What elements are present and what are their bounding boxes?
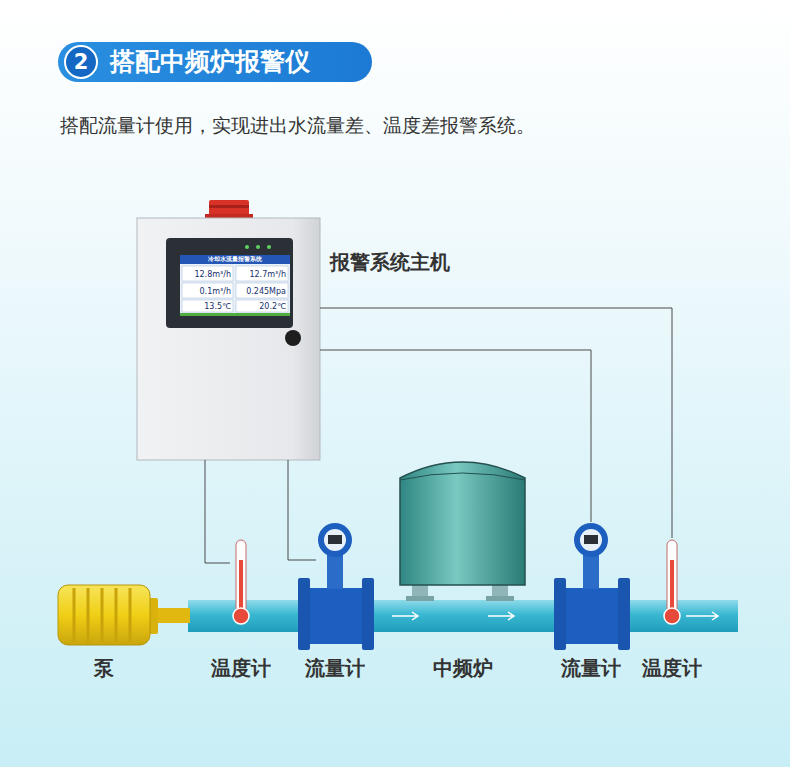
screen [180, 255, 290, 264]
flowmeter-1 [298, 578, 310, 650]
thermometer: 温度计 [661, 538, 683, 630]
signal-wire [320, 350, 591, 522]
pipe [392, 612, 418, 620]
host-screen-label: 冷却水流量报警系统 [180, 255, 290, 263]
flowmeter-1 [328, 535, 342, 544]
screen-value: 0.245Mpa [237, 287, 286, 297]
furnace-tank [400, 462, 525, 601]
signal-wire [205, 460, 230, 563]
screen [182, 283, 233, 298]
thermometer-2 [664, 608, 680, 624]
alarm-lamp [209, 205, 249, 208]
screen-value: 12.7m³/h [237, 270, 286, 280]
thermometer-label: 温度计 [211, 656, 271, 680]
furnace-tank [400, 462, 525, 585]
flowmeter: 流量计 [572, 522, 610, 650]
pipe [488, 612, 514, 620]
cabinet [137, 218, 320, 460]
flowmeter-2 [574, 523, 608, 557]
thermometer-1 [239, 560, 243, 614]
signal-wire [320, 308, 672, 538]
furnace: 中频炉 [400, 455, 525, 600]
flowmeter-2 [554, 523, 630, 650]
thermometer-2 [667, 540, 677, 614]
screen [180, 255, 290, 316]
pump-label: 泵 [94, 656, 114, 680]
flowmeter-2 [584, 535, 598, 544]
alarm-lamp [205, 200, 253, 219]
cabinet [137, 218, 320, 460]
screen [182, 266, 233, 281]
flowmeter-2 [618, 578, 630, 650]
flowmeter-1 [362, 578, 374, 650]
furnace-tank [486, 596, 514, 601]
step-badge-label: 2 [74, 50, 89, 74]
flowmeter-1 [318, 523, 352, 557]
alarm-host-cabinet: 报警系统主机冷却水流量报警系统 [137, 218, 320, 460]
flowmeter-1 [324, 529, 346, 551]
screen [180, 255, 290, 316]
screen [236, 266, 288, 281]
thermometer-label: 温度计 [642, 656, 702, 680]
pump-motor [74, 588, 130, 642]
furnace-tank [400, 473, 525, 480]
flowmeter-1 [310, 588, 362, 644]
thermometer-2 [670, 560, 674, 614]
flowmeter-1 [298, 523, 374, 650]
screen [182, 300, 233, 312]
cabinet [166, 238, 293, 328]
screen [236, 283, 288, 298]
title-pill [58, 42, 372, 82]
flowmeter-label: 流量计 [305, 656, 365, 680]
step-badge: 2 [64, 45, 98, 79]
screen [180, 313, 290, 316]
furnace-tank [406, 596, 434, 601]
flowmeter-label: 流量计 [561, 656, 621, 680]
caption-text: 搭配流量计使用，实现进出水流量差、温度差报警系统。 [60, 112, 535, 138]
thermometer-1 [233, 540, 249, 624]
cabinet [256, 245, 260, 249]
furnace-label: 中频炉 [433, 656, 493, 680]
alarm-lamp [209, 200, 249, 216]
flowmeter-2 [583, 555, 599, 589]
flowmeter-2 [554, 578, 566, 650]
pump-motor [58, 585, 150, 645]
title-pill [58, 42, 372, 82]
screen-value: 20.2℃ [237, 302, 286, 312]
signal-wire [288, 460, 316, 560]
thermometer: 温度计 [230, 538, 252, 630]
cabinet [285, 330, 301, 346]
cabinet [267, 245, 271, 249]
alarm-host-cabinet-label: 报警系统主机 [330, 250, 450, 274]
pipe [188, 600, 738, 632]
thermometer-2 [664, 540, 680, 624]
screen-value: 12.8m³/h [183, 270, 231, 280]
pipe [188, 600, 738, 632]
screen-value: 0.1m³/h [183, 287, 231, 297]
screen-value: 13.5℃ [183, 302, 231, 312]
title-text: 搭配中频炉报警仪 [110, 45, 310, 79]
screen [236, 300, 288, 312]
thermometer-1 [233, 608, 249, 624]
flowmeter-2 [580, 529, 602, 551]
pump-motor [58, 585, 190, 645]
flowmeter-2 [566, 588, 618, 644]
flowmeter-1 [327, 555, 343, 589]
pipe [686, 612, 718, 620]
pump: 泵 [58, 585, 150, 645]
thermometer-1 [236, 540, 246, 614]
cabinet [245, 245, 249, 249]
flowmeter: 流量计 [316, 522, 354, 650]
